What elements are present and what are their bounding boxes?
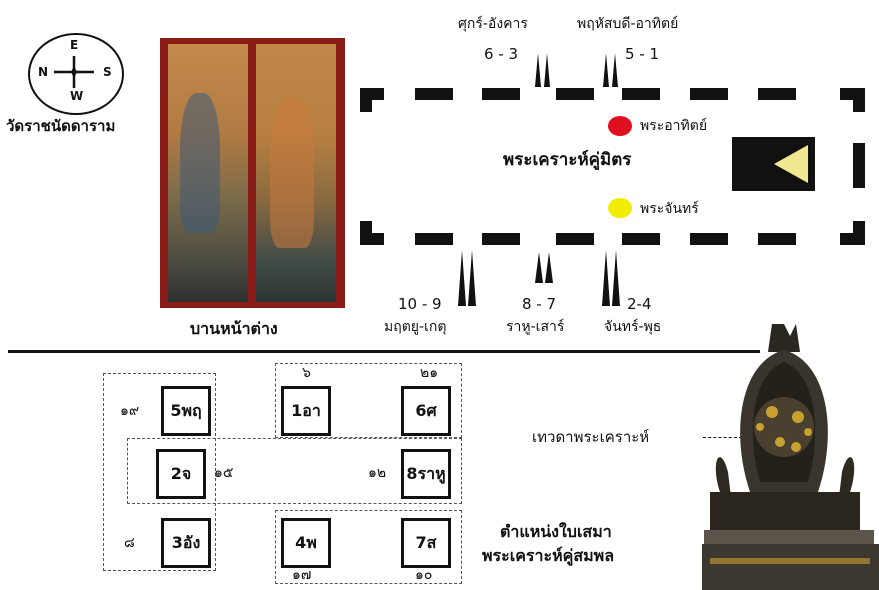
group-bottom	[275, 510, 462, 584]
box-7s: 7ส	[401, 518, 451, 568]
bottom-label-nums-2: 8 - 7	[522, 295, 557, 313]
temple-name: วัดราชนัดดาราม	[6, 117, 116, 135]
num-15: ๑๕	[214, 465, 234, 481]
num-19: ๑๙	[120, 403, 140, 419]
temple-plan	[360, 88, 865, 245]
moon-label: พระจันทร์	[640, 201, 699, 217]
section-divider	[8, 350, 760, 353]
num-21: ๒๑	[420, 365, 439, 381]
shrine-block	[732, 137, 815, 191]
position-caption-line2: พระเคราะห์คู่สมพล	[482, 546, 614, 565]
sema-stone-image	[702, 324, 879, 590]
deity-label: เทวดาพระเคราะห์	[532, 428, 650, 446]
compass-letter-bottom: W	[70, 89, 84, 103]
group-middle	[127, 438, 462, 504]
num-10: ๑๐	[415, 567, 433, 583]
top-label-nums-1: 6 - 3	[484, 45, 519, 63]
compass-letter-right: S	[103, 65, 112, 79]
box-6s: 6ศ	[401, 386, 451, 436]
box-8rahu: 8ราหู	[401, 449, 451, 499]
bottom-label-nums-3: 2-4	[627, 295, 652, 313]
num-8: ๘	[124, 535, 135, 551]
num-17: ๑๗	[292, 567, 312, 583]
compass-letter-top: E	[70, 38, 79, 52]
window-painting	[160, 38, 345, 308]
bottom-label-nums-1: 10 - 9	[398, 295, 442, 313]
num-12: ๑๒	[368, 465, 387, 481]
box-4p: 4พ	[281, 518, 331, 568]
box-1a: 1อา	[281, 386, 331, 436]
group-left	[103, 373, 216, 571]
num-6: ๖	[302, 365, 311, 381]
bottom-label-days-1: มฤตยู-เกตุ	[384, 319, 447, 335]
compass-cross-icon	[54, 56, 94, 88]
compass-letter-left: N	[38, 65, 49, 79]
arrow-left-icon	[774, 145, 808, 183]
top-label-days-2: พฤหัสบดี-อาทิตย์	[577, 16, 679, 32]
group-top	[275, 363, 462, 438]
window-caption: บานหน้าต่าง	[190, 319, 278, 338]
bottom-spikes	[458, 250, 620, 306]
compass-rose	[28, 33, 124, 115]
top-label-nums-2: 5 - 1	[625, 45, 660, 63]
plan-title: พระเคราะห์คู่มิตร	[503, 150, 632, 170]
sun-label: พระอาทิตย์	[640, 118, 708, 134]
bottom-label-days-2: ราหู-เสาร์	[506, 319, 565, 335]
bottom-label-days-3: จันทร์-พุธ	[604, 319, 662, 335]
moon-marker	[608, 198, 632, 218]
top-label-days-1: ศุกร์-อังคาร	[458, 16, 528, 32]
box-2ch: 2จ	[156, 449, 206, 499]
box-3ang: 3อัง	[161, 518, 211, 568]
position-caption-line1: ตำแหน่งใบเสมา	[500, 522, 612, 541]
top-spikes	[535, 53, 618, 87]
box-5pf: 5พฤ	[161, 386, 211, 436]
sun-marker	[608, 116, 632, 136]
